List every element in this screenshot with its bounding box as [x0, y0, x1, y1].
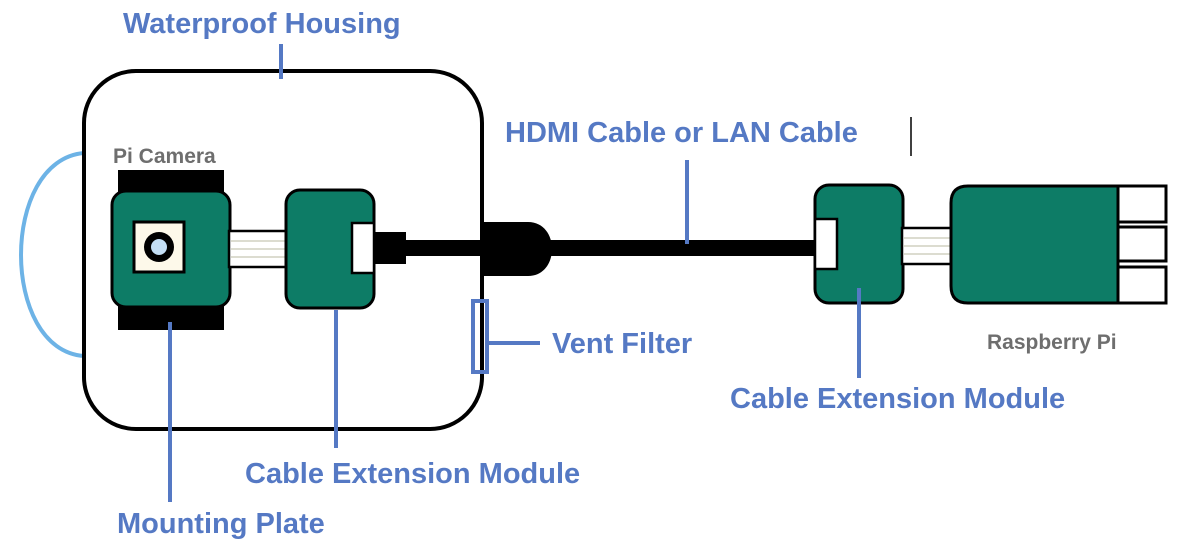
- label-pi-camera: Pi Camera: [113, 145, 216, 168]
- strap: [19, 151, 85, 358]
- ribbon-cable-right: [900, 226, 956, 266]
- vent-filter: [471, 299, 489, 374]
- cable-gland: [482, 222, 552, 276]
- camera-lens-icon: [144, 232, 174, 262]
- label-raspberry-pi: Raspberry Pi: [987, 331, 1117, 354]
- raspberry-pi-board: [949, 184, 1120, 305]
- connector-port-left: [350, 221, 376, 275]
- label-hdmi-cable: HDMI Cable or LAN Cable: [505, 117, 858, 149]
- connector-port-right: [813, 217, 839, 271]
- label-waterproof-housing: Waterproof Housing: [123, 8, 401, 40]
- label-cable-extension-module-right: Cable Extension Module: [730, 383, 1065, 415]
- label-cable-extension-module-left: Cable Extension Module: [245, 458, 580, 490]
- ribbon-cable-left: [227, 229, 289, 269]
- cable: [404, 240, 820, 256]
- usb-port-icon: [1116, 184, 1168, 305]
- plug-left: [374, 232, 406, 264]
- label-mounting-plate: Mounting Plate: [117, 508, 325, 540]
- label-vent-filter: Vent Filter: [552, 328, 692, 360]
